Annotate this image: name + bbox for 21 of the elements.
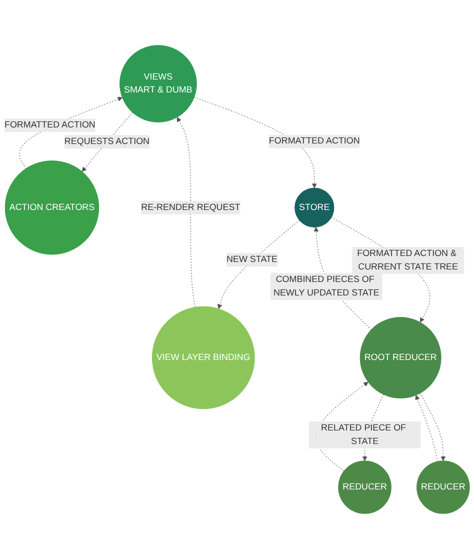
- edge-label: FORMATTED ACTION & CURRENT STATE TREE: [357, 248, 458, 272]
- node-circle: ACTION CREATORS: [4, 160, 100, 255]
- node-circle: STORE: [294, 188, 334, 228]
- edge-label: NEW STATE: [226, 254, 278, 264]
- edge-label: RE-RENDER REQUEST: [141, 202, 240, 212]
- edge-label: RELATED PIECE OF STATE: [321, 423, 406, 446]
- arrow: [82, 112, 134, 172]
- node-circle: REDUCER: [338, 460, 392, 514]
- arrow: [420, 392, 446, 462]
- edge-label: REQUESTS ACTION: [64, 136, 150, 146]
- arrow: [194, 96, 317, 188]
- arrow: [176, 116, 196, 308]
- edge-label: FORMATTED ACTION: [268, 136, 360, 146]
- node-circle: VIEW LAYER BINDING: [152, 306, 255, 410]
- edge-label: COMBINED PIECES OF NEWLY UPDATED STATE: [273, 274, 380, 298]
- edge-label: FORMATTED ACTION: [4, 120, 96, 130]
- arrow: [218, 220, 300, 310]
- node-circle: VIEWS SMART & DUMB: [120, 45, 197, 122]
- arrow: [415, 394, 438, 462]
- node-circle: REDUCER: [416, 460, 470, 514]
- node-circle: ROOT REDUCER: [360, 316, 442, 398]
